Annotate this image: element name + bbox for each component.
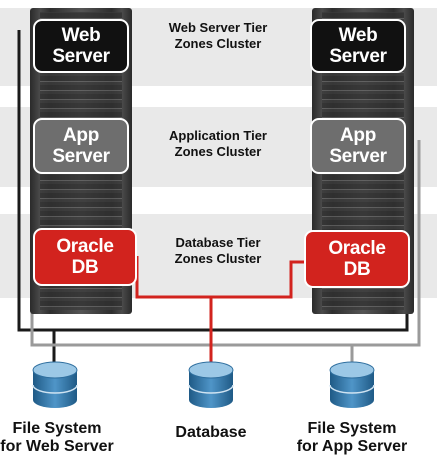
left-web-server: Web Server	[33, 19, 129, 73]
web-fs-label: File System for Web Server	[0, 420, 114, 455]
database-disk-icon	[188, 361, 234, 408]
right-app-server: App Server	[310, 118, 406, 174]
db-tier-label: Database Tier Zones Cluster	[174, 235, 262, 266]
app-tier-label: Application Tier Zones Cluster	[169, 128, 267, 159]
database-label: Database	[175, 424, 247, 441]
web-tier-label: Web Server Tier Zones Cluster	[168, 20, 268, 51]
right-web-server: Web Server	[310, 19, 406, 73]
db-link	[135, 256, 312, 299]
right-oracle-db: Oracle DB	[304, 230, 410, 288]
web-fs-disk-icon	[32, 361, 78, 408]
app-fs-disk-icon	[329, 361, 375, 408]
left-app-server: App Server	[33, 118, 129, 174]
app-fs-label: File System for App Server	[296, 420, 408, 455]
left-oracle-db: Oracle DB	[33, 228, 137, 286]
